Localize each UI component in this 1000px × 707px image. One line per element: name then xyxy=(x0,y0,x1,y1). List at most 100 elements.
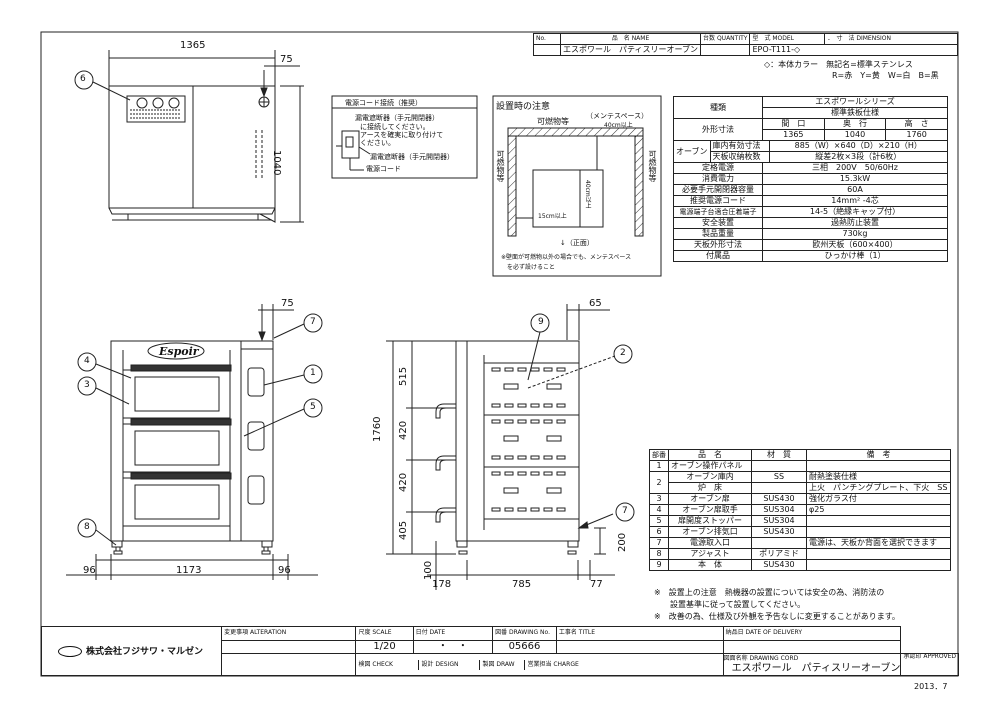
scale-value: 1/20 xyxy=(355,639,414,655)
parts-row-material: SUS430 xyxy=(751,493,807,505)
parts-header-name: 品 名 xyxy=(668,449,752,461)
power-label-cord: 電源コード xyxy=(366,165,401,173)
scale-label: 尺度 SCALE xyxy=(355,626,414,641)
power-label-breaker: 漏電遮断器（手元開閉器） xyxy=(370,153,454,161)
draw-label: 製図 DRAW xyxy=(479,659,526,670)
spec-table-oven: オーブン 庫内有効寸法 885（W）×640（D）×210（H） 天板収納枚数 … xyxy=(673,140,949,163)
drawno-value: 05666 xyxy=(492,639,557,655)
drawname-value: エスポワール パティスリーオーブン xyxy=(731,662,901,674)
sheet-frame xyxy=(40,31,959,677)
dim-side-65: 65 xyxy=(589,298,602,309)
parts-row-remarks xyxy=(806,548,951,560)
callout-9: 9 xyxy=(538,317,544,327)
header-dim-label: ． 寸 法 DIMENSION xyxy=(824,33,958,45)
sign-row: 検図 CHECK 設計 DESIGN 製図 DRAW 営業担当 CHARGE xyxy=(355,653,724,676)
parts-row-name: オーブン扉 xyxy=(668,493,752,505)
header-qty-label: 台数 QUANTITY xyxy=(700,33,751,45)
delivery-label: 納品日 DATE OF DELIVERY xyxy=(722,626,902,641)
title-block: 株式会社フジサワ・マルゼン 変更事項 ALTERATION 尺度 SCALE 日… xyxy=(40,626,959,676)
note-2: 設置基準に従って設置してください。 xyxy=(654,600,806,609)
parts-row-material: SUS430 xyxy=(751,559,807,571)
spec-dim-val-1: 1365 xyxy=(762,129,825,141)
parts-row-remarks xyxy=(806,515,951,527)
spec-row-value: 14-5（絶縁キャップ付） xyxy=(762,206,948,218)
parts-row-remarks: 強化ガラス付 xyxy=(806,493,951,505)
spec-row-value: 14mm² -4芯 xyxy=(762,195,948,207)
parts-header-no: 部番 xyxy=(649,449,669,461)
espoir-logo: Espoir xyxy=(159,345,199,358)
dim-top-75: 75 xyxy=(280,54,293,65)
parts-row-name: オーブン排気口 xyxy=(668,526,752,538)
spec-table: 種類 エスポワールシリーズ 標準鉄板仕様 外形寸法 間 口 奥 行 高 さ 13… xyxy=(673,96,948,141)
parts-row-no: 4 xyxy=(649,504,669,516)
power-line-1: 漏電遮断器（手元開閉器） xyxy=(355,114,439,122)
parts-row-no: 6 xyxy=(649,526,669,538)
power-line-2: に接続してください。 xyxy=(360,123,430,131)
spec-dim-label: 外形寸法 xyxy=(673,118,763,141)
spec-dim-col-1: 間 口 xyxy=(762,118,825,130)
parts-row-remarks: 電源は、天板か背面を選択できます xyxy=(806,537,951,549)
year-stamp: 2013．7 xyxy=(914,682,948,691)
parts-row-name: 本 体 xyxy=(668,559,752,571)
install-right-vert: 可燃物等 xyxy=(648,150,657,182)
spec-row-value: ひっかけ棒（1） xyxy=(762,250,948,262)
parts-row-name: オーブン操作パネル xyxy=(668,460,752,472)
spec-inner-label: 庫内有効寸法 xyxy=(709,140,770,152)
spec-row-label: 製品重量 xyxy=(673,228,763,240)
date-value: ・ ・ xyxy=(412,639,494,655)
header-product-name: エスポワール パティスリーオーブン xyxy=(559,44,702,56)
dim-side-100: 100 xyxy=(423,560,434,580)
install-combust-top: 可燃物等 xyxy=(537,117,569,126)
callout-3: 3 xyxy=(84,380,90,390)
parts-row-name: オーブン庫内 xyxy=(668,471,752,483)
install-maint: （メンテスペース） xyxy=(586,112,649,120)
install-note-1: ※壁面が可燃物以外の場合でも、メンテスペース xyxy=(501,254,632,261)
parts-row-remarks xyxy=(806,460,951,472)
parts-row-material: SS xyxy=(751,471,807,483)
spec-row-label: 必要手元開閉器容量 xyxy=(673,184,763,196)
header-table: No. 品 名 NAME 台数 QUANTITY 型 式 MODEL ． 寸 法… xyxy=(533,33,958,56)
parts-row-material xyxy=(751,482,807,494)
color-note-1: ◇：本体カラー 無記名=標準ステンレス xyxy=(764,60,913,69)
sales-label: 営業担当 CHARGE xyxy=(527,660,579,668)
install-title: 設置時の注意 xyxy=(496,102,551,112)
dim-front-1173: 1173 xyxy=(176,565,202,576)
parts-row-no: 8 xyxy=(649,548,669,560)
parts-row-no: 7 xyxy=(649,537,669,549)
spec-type-v1: エスポワールシリーズ xyxy=(762,96,948,108)
spec-tray-val: 縦差2枚×3段（計6枚） xyxy=(768,151,949,163)
parts-row-name: アジャスト xyxy=(668,548,752,560)
callout-5: 5 xyxy=(310,402,316,412)
color-note-2: R=赤 Y=黄 W=白 B=黒 xyxy=(832,71,939,80)
parts-row-no: 2 xyxy=(649,471,669,494)
dim-top-width: 1365 xyxy=(180,40,206,51)
parts-row-no: 3 xyxy=(649,493,669,505)
callout-4: 4 xyxy=(84,356,90,366)
spec-dim-col-3: 高 さ xyxy=(885,118,948,130)
parts-row-no: 1 xyxy=(649,460,669,472)
check-label: 検図 CHECK xyxy=(356,659,420,670)
parts-row-name: オーブン扉取手 xyxy=(668,504,752,516)
parts-row-no: 5 xyxy=(649,515,669,527)
company-logo-icon xyxy=(58,645,82,657)
side-view xyxy=(386,304,635,590)
spec-dim-val-2: 1040 xyxy=(823,129,887,141)
parts-row-remarks xyxy=(806,559,951,571)
company-name: 株式会社フジサワ・マルゼン xyxy=(86,646,204,657)
parts-row-remarks: 耐熱塗装仕様 xyxy=(806,471,951,483)
spec-tray-label: 天板収納枚数 xyxy=(709,151,770,163)
alteration-label: 変更事項 ALTERATION xyxy=(221,626,357,641)
spec-type-v2: 標準鉄板仕様 xyxy=(762,107,948,119)
parts-row-material: SUS430 xyxy=(751,526,807,538)
callout-7a: 7 xyxy=(310,317,316,327)
spec-oven-label: オーブン xyxy=(673,140,711,163)
callout-1: 1 xyxy=(310,368,316,378)
install-front: ↓（正面） xyxy=(560,239,594,247)
date-label: 日付 DATE xyxy=(412,626,494,641)
parts-row-name: 扉開度ストッパー xyxy=(668,515,752,527)
spec-row-label: 消費電力 xyxy=(673,173,763,185)
note-1: ※ 設置上の注意 熱機器の設置については安全の為、消防法の xyxy=(654,588,885,597)
spec-row-label: 安全装置 xyxy=(673,217,763,229)
